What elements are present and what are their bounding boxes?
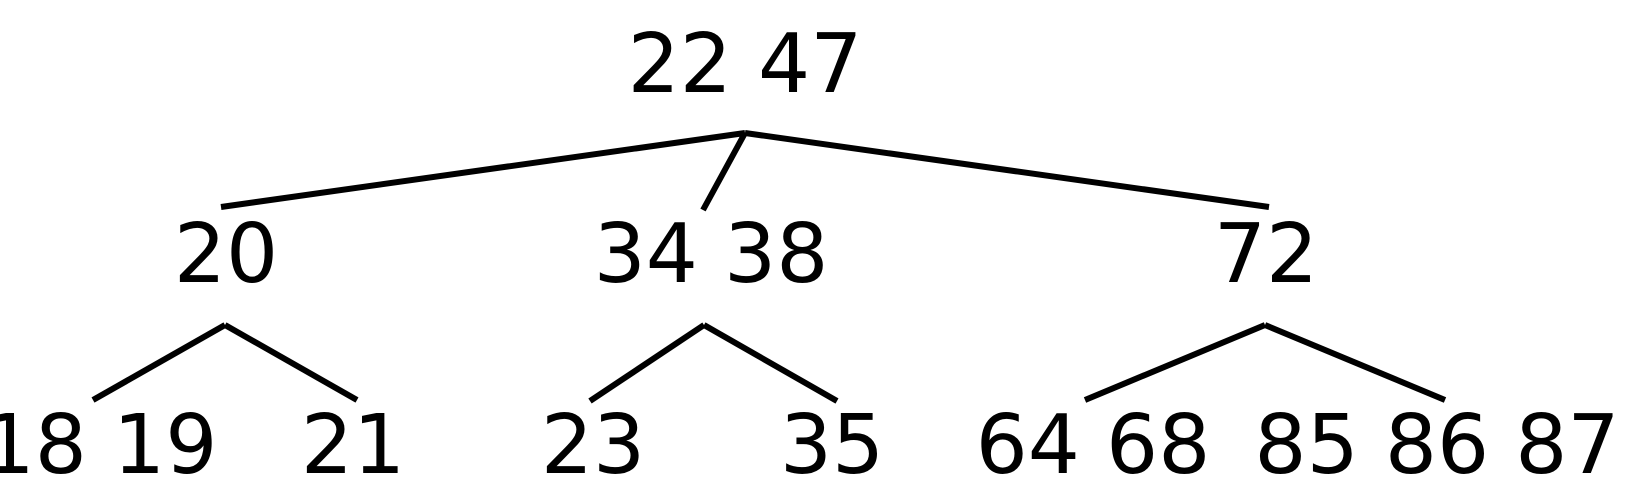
edge-node-20-to-leaf-21 (223, 322, 359, 403)
edge-node-72-to-leaf-85-86-87 (1263, 322, 1447, 403)
leaf-23: 23 (541, 398, 645, 493)
node-72: 72 (1214, 207, 1318, 302)
leaf-21: 21 (301, 398, 405, 493)
leaf-64-68: 64 68 (976, 398, 1211, 493)
node-34-38: 34 38 (594, 207, 829, 302)
edge-root-to-node-72 (744, 130, 1270, 210)
edge-node-72-to-leaf-64-68 (1083, 322, 1267, 403)
node-root: 22 47 (628, 17, 863, 112)
edge-root-to-node-20 (220, 130, 746, 210)
edge-node-20-to-leaf-18-19 (91, 322, 227, 403)
edge-node-34-38-to-leaf-23 (588, 322, 706, 404)
node-20: 20 (174, 207, 278, 302)
edge-root-to-node-34-38 (700, 131, 748, 212)
edge-node-34-38-to-leaf-35 (702, 322, 839, 404)
leaf-35: 35 (780, 398, 884, 493)
leaf-18-19: 18 19 (0, 398, 217, 493)
leaf-85-86-87: 85 86 87 (1254, 398, 1619, 493)
